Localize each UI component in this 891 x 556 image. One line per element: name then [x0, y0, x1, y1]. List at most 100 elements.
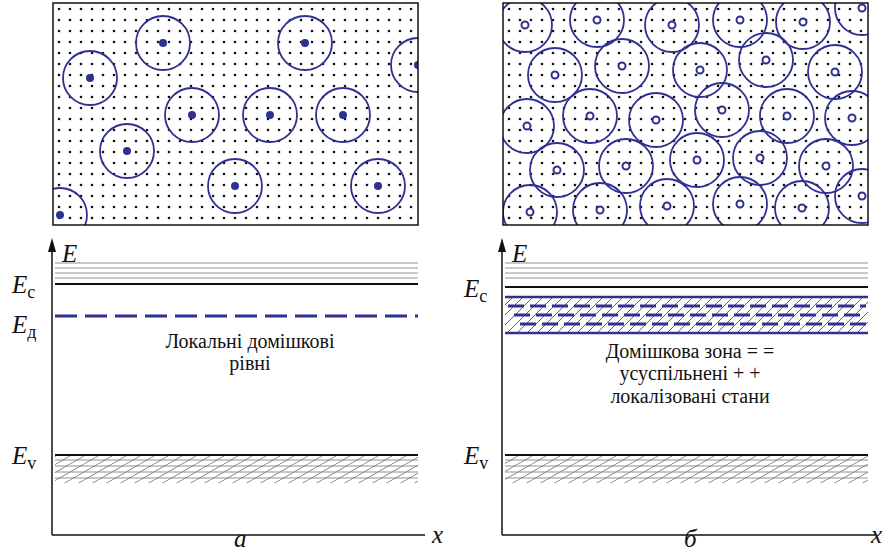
lattice-atom	[860, 107, 863, 110]
lattice-atom	[377, 96, 380, 99]
lattice-atom	[761, 173, 764, 176]
lattice-atom	[366, 118, 369, 121]
lattice-atom	[706, 74, 709, 77]
lattice-atom	[783, 30, 786, 33]
lattice-atom	[124, 140, 127, 143]
lattice-atom	[366, 30, 369, 33]
lattice-atom	[102, 129, 105, 132]
lattice-atom	[311, 96, 314, 99]
lattice-atom	[761, 8, 764, 11]
lattice-atom	[629, 74, 632, 77]
lattice-atom	[58, 30, 61, 33]
lattice-atom	[728, 140, 731, 143]
lattice-atom	[223, 41, 226, 44]
lattice-atom	[640, 41, 643, 44]
band-diagram	[48, 238, 425, 535]
lattice-atom	[849, 195, 852, 198]
lattice-atom	[640, 30, 643, 33]
lattice-atom	[388, 184, 391, 187]
lattice-atom	[190, 85, 193, 88]
lattice-atom	[530, 118, 533, 121]
lattice-atom	[245, 63, 248, 66]
lattice-atom	[344, 151, 347, 154]
lattice-atom	[783, 195, 786, 198]
lattice-atom	[212, 118, 215, 121]
lattice-atom	[146, 41, 149, 44]
lattice-atom	[223, 217, 226, 220]
lattice-atom	[300, 8, 303, 11]
lattice-atom	[618, 151, 621, 154]
lattice-atom	[322, 30, 325, 33]
lattice-atom	[267, 63, 270, 66]
lattice-atom	[695, 173, 698, 176]
lattice-atom	[640, 63, 643, 66]
lattice-atom	[311, 118, 314, 121]
lattice-atom	[563, 206, 566, 209]
lattice-atom	[212, 30, 215, 33]
lattice-atom	[728, 96, 731, 99]
lattice-atom	[827, 184, 830, 187]
lattice-atom	[168, 140, 171, 143]
lattice-atom	[245, 118, 248, 121]
lattice-atom	[618, 107, 621, 110]
lattice-atom	[563, 162, 566, 165]
lattice-atom	[838, 195, 841, 198]
lattice-atom	[377, 8, 380, 11]
lattice-atom	[728, 107, 731, 110]
lattice-atom	[146, 96, 149, 99]
lattice-atom	[234, 96, 237, 99]
lattice-atom	[651, 85, 654, 88]
valence-level	[505, 460, 868, 461]
lattice-atom	[552, 85, 555, 88]
lattice-atom	[684, 74, 687, 77]
lattice-atom	[596, 96, 599, 99]
lattice-atom	[201, 162, 204, 165]
lattice-atom	[311, 107, 314, 110]
lattice-atom	[399, 118, 402, 121]
lattice-atom	[607, 19, 610, 22]
lattice-atom	[355, 96, 358, 99]
donor-orbit	[739, 33, 793, 87]
lattice-atom	[311, 206, 314, 209]
lattice-atom	[563, 52, 566, 55]
lattice-atom	[80, 118, 83, 121]
lattice-atom	[179, 129, 182, 132]
lattice-atom	[596, 41, 599, 44]
lattice-atom	[355, 63, 358, 66]
lattice-atom	[58, 195, 61, 198]
lattice-atom	[58, 173, 61, 176]
lattice-atom	[135, 195, 138, 198]
lattice-atom	[366, 195, 369, 198]
lattice-atom	[410, 129, 413, 132]
lattice-atom	[508, 30, 511, 33]
lattice-atom	[618, 52, 621, 55]
lattice-atom	[267, 217, 270, 220]
lattice-atom	[113, 129, 116, 132]
lattice-atom	[91, 162, 94, 165]
lattice-atom	[816, 74, 819, 77]
lattice-atom	[190, 52, 193, 55]
lattice-atom	[355, 8, 358, 11]
lattice-atom	[739, 30, 742, 33]
lattice-atom	[684, 151, 687, 154]
lattice-atom	[695, 151, 698, 154]
lattice-atom	[135, 206, 138, 209]
donor-atom	[784, 113, 791, 120]
lattice-atom	[322, 206, 325, 209]
lattice-atom	[750, 173, 753, 176]
lattice-atom	[399, 107, 402, 110]
lattice-atom	[750, 85, 753, 88]
lattice-atom	[344, 173, 347, 176]
lattice-atom	[69, 173, 72, 176]
donor-orbit	[799, 139, 853, 193]
lattice-atom	[816, 118, 819, 121]
conduction-level	[505, 268, 868, 269]
lattice-atom	[860, 206, 863, 209]
lattice-atom	[816, 217, 819, 220]
lattice-atom	[607, 63, 610, 66]
lattice-atom	[322, 107, 325, 110]
lattice-atom	[113, 162, 116, 165]
lattice-atom	[311, 30, 314, 33]
donor-orbit	[776, 3, 830, 49]
lattice-atom	[157, 107, 160, 110]
